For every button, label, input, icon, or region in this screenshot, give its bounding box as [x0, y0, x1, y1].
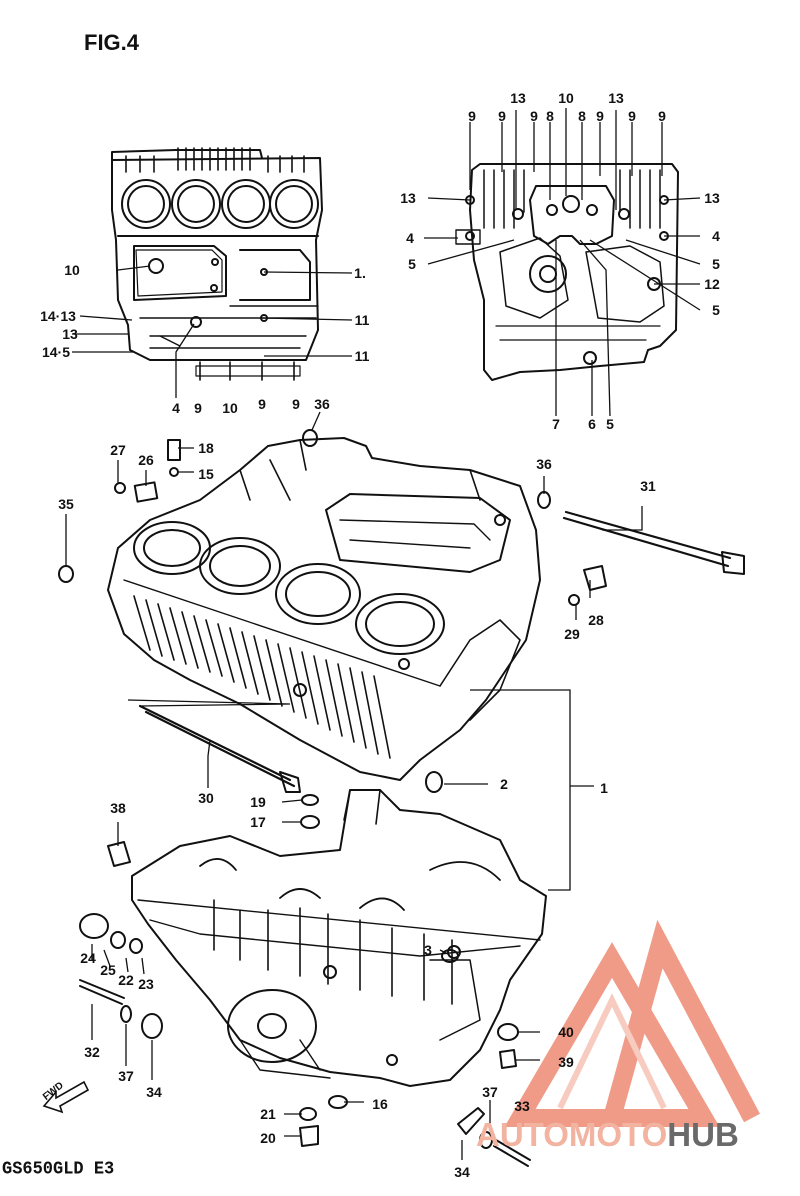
callout-24: 24: [80, 950, 96, 966]
callout-37: 37: [482, 1084, 498, 1100]
callout-9: 9: [530, 108, 538, 124]
callout-5: 5: [712, 256, 720, 272]
callout-36: 36: [314, 396, 330, 412]
callout-35: 35: [58, 496, 74, 512]
callout-9: 9: [658, 108, 666, 124]
callout-4: 4: [712, 228, 720, 244]
callout-20: 20: [260, 1130, 276, 1146]
callout-13: 13: [400, 190, 416, 206]
callout-32: 32: [84, 1044, 100, 1060]
callout-13: 13: [510, 90, 526, 106]
watermark-text-part2: HUB: [667, 1116, 739, 1153]
callout-18: 18: [198, 440, 214, 456]
callout-9: 9: [194, 400, 202, 416]
callout-10: 10: [64, 262, 80, 278]
callout-16: 16: [372, 1096, 388, 1112]
callout-10: 10: [222, 400, 238, 416]
callout-9: 9: [468, 108, 476, 124]
callout-21: 21: [260, 1106, 276, 1122]
callout-19: 19: [250, 794, 266, 810]
callout-27: 27: [110, 442, 126, 458]
callout-11: 11: [354, 312, 370, 328]
callout-6: 6: [588, 416, 596, 432]
figure-title: FIG.4: [84, 30, 140, 55]
callout-9: 9: [628, 108, 636, 124]
callout-4: 4: [172, 400, 180, 416]
callout-37: 37: [118, 1068, 134, 1084]
callout-15: 15: [198, 466, 214, 482]
lower-crankcase-top-view: [455, 163, 679, 381]
callout-39: 39: [558, 1054, 574, 1070]
callout-7: 7: [552, 416, 560, 432]
callout-34: 34: [454, 1164, 470, 1180]
callout-36: 36: [536, 456, 552, 472]
watermark-logo-mark: [504, 919, 760, 1127]
callout-5: 5: [408, 256, 416, 272]
leader-lines: [65, 108, 701, 1160]
callout-13: 13: [704, 190, 720, 206]
callout-12: 12: [704, 276, 720, 292]
callout-1: 1.: [354, 265, 366, 281]
callout-38: 38: [110, 800, 126, 816]
stud-bolt-30: [138, 704, 301, 793]
watermark-text-part1: AUTOMOTO: [476, 1116, 668, 1153]
callout-40: 40: [558, 1024, 574, 1040]
callout-31: 31: [640, 478, 656, 494]
stud-bolt-31: [562, 510, 745, 575]
callout-25: 25: [100, 962, 116, 978]
forward-arrow: [42, 1080, 90, 1114]
callout-26: 26: [138, 452, 154, 468]
callout-10: 10: [558, 90, 574, 106]
callout-4: 4: [406, 230, 414, 246]
callout-30: 30: [198, 790, 214, 806]
callout-5: 5: [712, 302, 720, 318]
small-fittings: [58, 429, 607, 1167]
callout-11: 11: [354, 348, 370, 364]
callout-2: 2: [500, 776, 508, 792]
callout-17: 17: [250, 814, 266, 830]
upper-crankcase-iso-view: [107, 437, 541, 781]
callout-29: 29: [564, 626, 580, 642]
lower-crankcase-iso-view: [131, 789, 547, 1087]
callout-9: 9: [498, 108, 506, 124]
watermark-text: AUTOMOTOHUB: [476, 1116, 739, 1154]
callout-14-5: 14·5: [41, 344, 71, 360]
callout-1: 1: [600, 780, 608, 796]
callout-9: 9: [596, 108, 604, 124]
callout-9: 9: [258, 396, 266, 412]
callout-9: 9: [292, 396, 300, 412]
callout-5: 5: [606, 416, 614, 432]
callout-8: 8: [578, 108, 586, 124]
callout-33: 33: [514, 1098, 530, 1114]
callout-13: 13: [62, 326, 78, 342]
callout-14-13: 14·13: [40, 308, 76, 324]
callout-23: 23: [138, 976, 154, 992]
callout-34: 34: [146, 1084, 162, 1100]
callout-28: 28: [588, 612, 604, 628]
upper-crankcase-bottom-view: [111, 147, 323, 381]
callout-22: 22: [118, 972, 134, 988]
callout-13: 13: [608, 90, 624, 106]
callout-8: 8: [546, 108, 554, 124]
model-code: GS650GLD E3: [2, 1159, 115, 1180]
callout-3: 3: [424, 942, 432, 958]
